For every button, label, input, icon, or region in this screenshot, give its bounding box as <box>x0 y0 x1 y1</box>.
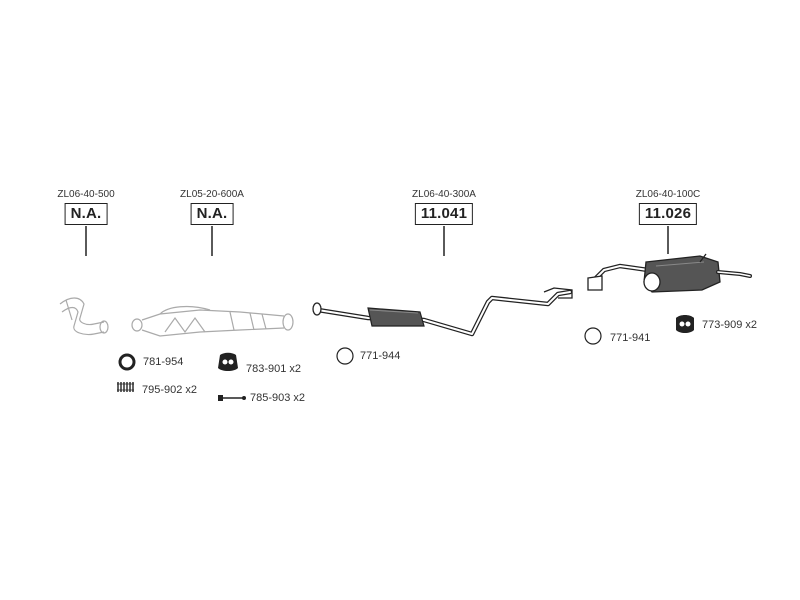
spring-icon <box>117 382 134 392</box>
accessory-label-ring-rear: 771-941 <box>610 332 651 344</box>
front-pipe-drawing <box>59 297 109 336</box>
ring-icon-middle <box>336 347 354 365</box>
middle-silencer-drawing <box>312 287 573 337</box>
accessory-label-rubber-mount: 783-901 x2 <box>246 363 302 375</box>
rear-silencer-drawing <box>587 253 752 293</box>
accessory-label-spring: 795-902 x2 <box>142 384 198 396</box>
part-code-catalyst[interactable]: N.A. <box>190 203 234 225</box>
part-code-front-pipe[interactable]: N.A. <box>64 203 108 225</box>
gasket-ring-icon <box>118 353 136 371</box>
rubber-mount-icon <box>218 352 238 371</box>
accessory-label-ring-middle: 771-944 <box>360 350 401 362</box>
oe-number-rear-silencer: ZL06-40-100C <box>635 189 701 200</box>
ring-icon-rear <box>584 327 602 345</box>
bolt-icon <box>218 395 246 401</box>
accessory-label-bolt: 785-903 x2 <box>250 392 306 404</box>
part-code-rear-silencer[interactable]: 11.026 <box>638 203 698 225</box>
accessory-label-gasket: 781-954 <box>143 356 184 368</box>
oe-number-middle-silencer: ZL06-40-300A <box>412 189 476 200</box>
catalyst-drawing <box>131 305 294 337</box>
part-code-middle-silencer[interactable]: 11.041 <box>414 203 474 225</box>
rubber-hanger-icon <box>676 315 694 333</box>
accessory-label-rubber-hanger: 773-909 x2 <box>702 319 758 331</box>
oe-number-catalyst: ZL05-20-600A <box>180 189 244 200</box>
oe-number-front-pipe: ZL06-40-500 <box>57 189 115 200</box>
